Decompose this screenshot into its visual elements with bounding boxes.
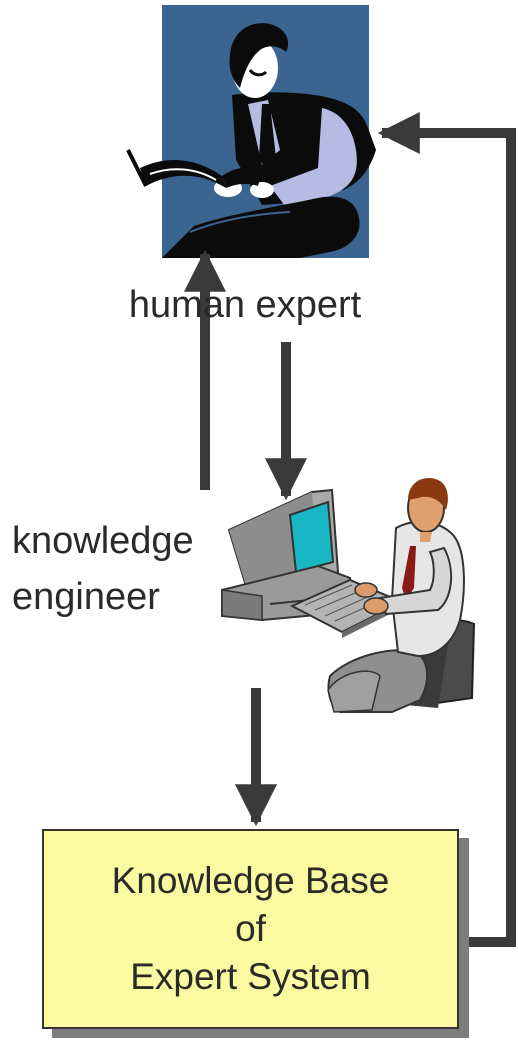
knowledge-base-line-1: Knowledge Base xyxy=(111,860,390,901)
human-expert-reading-book-icon xyxy=(126,5,376,258)
arrows xyxy=(184,112,516,947)
knowledge-engineer-label-line-2: engineer xyxy=(12,576,160,618)
knowledge-base-box: Knowledge Base of Expert System xyxy=(42,829,459,1029)
knowledge-engineer-label-line-1: knowledge xyxy=(12,520,194,562)
engineer-at-computer-icon xyxy=(221,478,476,713)
arrow-knowledge-base-to-expert xyxy=(377,112,516,947)
knowledge-base-line-2: of xyxy=(235,908,266,949)
knowledge-base-line-3: Expert System xyxy=(130,956,371,997)
human-expert-label: human expert xyxy=(128,284,362,326)
